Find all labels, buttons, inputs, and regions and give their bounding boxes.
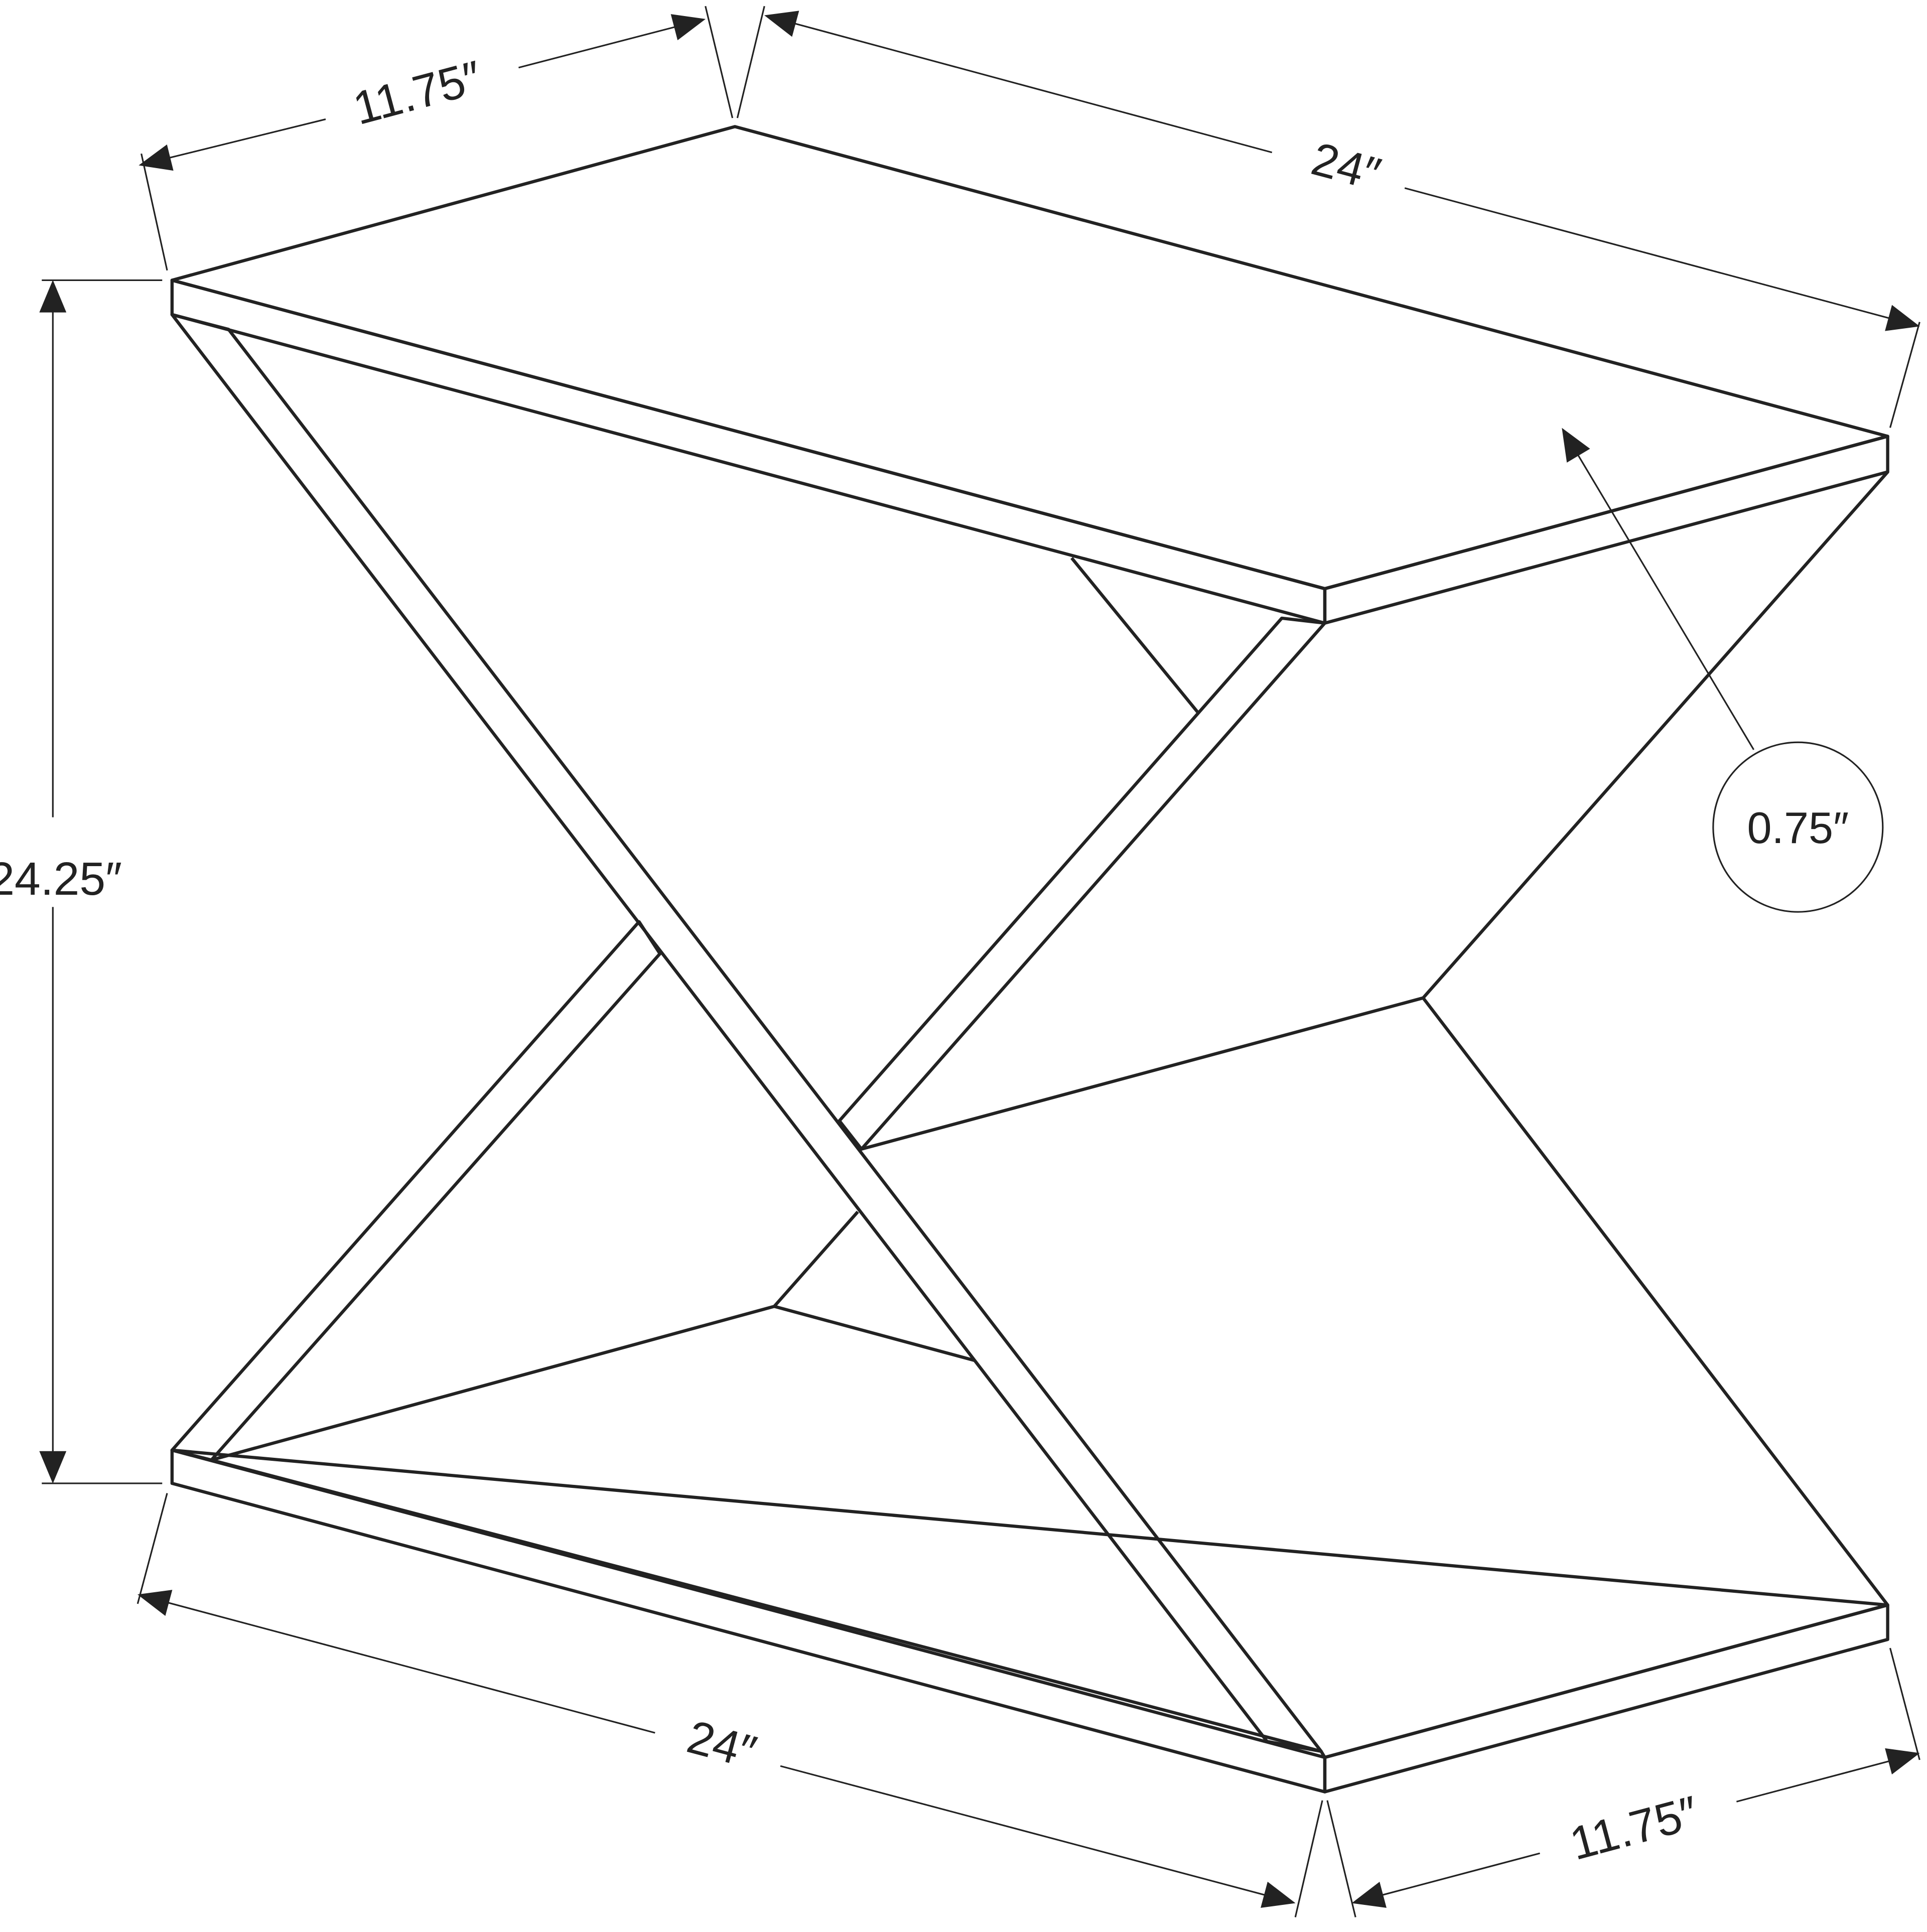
dim-bottom-width-right	[780, 1765, 1296, 1908]
dim-bottom-depth-left	[1351, 1852, 1540, 1908]
label-bottom-width: 24″	[682, 1710, 762, 1778]
ext-line	[1326, 1800, 1356, 1917]
ext-line	[736, 6, 765, 118]
label-bottom-depth: 11.75″	[1565, 1786, 1704, 1870]
ext-line	[1294, 1800, 1323, 1917]
dim-bottom-depth-right	[1736, 1748, 1920, 1803]
dim-top-depth-right	[518, 14, 706, 69]
label-top-depth: 11.75″	[348, 51, 487, 134]
lower-left-leg	[170, 920, 662, 1462]
ext-line	[705, 6, 734, 118]
thickness-callout-circle	[1712, 741, 1884, 913]
dim-top-depth-left	[139, 118, 326, 171]
ext-line	[136, 1493, 168, 1604]
dim-top-width-left	[764, 11, 1273, 154]
dim-bottom-width-left	[137, 1590, 655, 1734]
upper-inner-leg	[838, 616, 1327, 1151]
top-panel-surface	[170, 125, 1889, 591]
label-top-width: 24″	[1306, 132, 1386, 201]
label-thickness: 0.75″	[1747, 803, 1849, 853]
ext-line	[1889, 322, 1920, 428]
top-panel-front-edge	[170, 279, 1327, 625]
right-leg-lower	[1422, 997, 1889, 1606]
dimension-labels: 11.75″ 24″ 24.25″ 0.75″ 24″ 11.75″	[0, 51, 1849, 1870]
middle-shelf-edge	[861, 996, 1424, 1151]
lower-shelf-back-edge	[211, 1305, 775, 1462]
upper-inner-brace	[1070, 557, 1200, 714]
top-panel-side-edge	[1323, 435, 1889, 625]
label-height: 24.25″	[0, 853, 122, 905]
lower-inner-brace	[772, 1210, 975, 1362]
right-leg-upper	[1422, 471, 1889, 999]
table-outline	[170, 125, 1889, 1793]
diagonal-leg-front	[170, 313, 1323, 1753]
thickness-leader	[1562, 428, 1755, 750]
bottom-panel-side-edge	[1323, 1603, 1889, 1793]
dimension-lines	[39, 6, 1920, 1917]
ext-line	[1889, 1647, 1920, 1760]
dim-top-width-right	[1404, 187, 1920, 331]
ext-line	[141, 153, 168, 271]
